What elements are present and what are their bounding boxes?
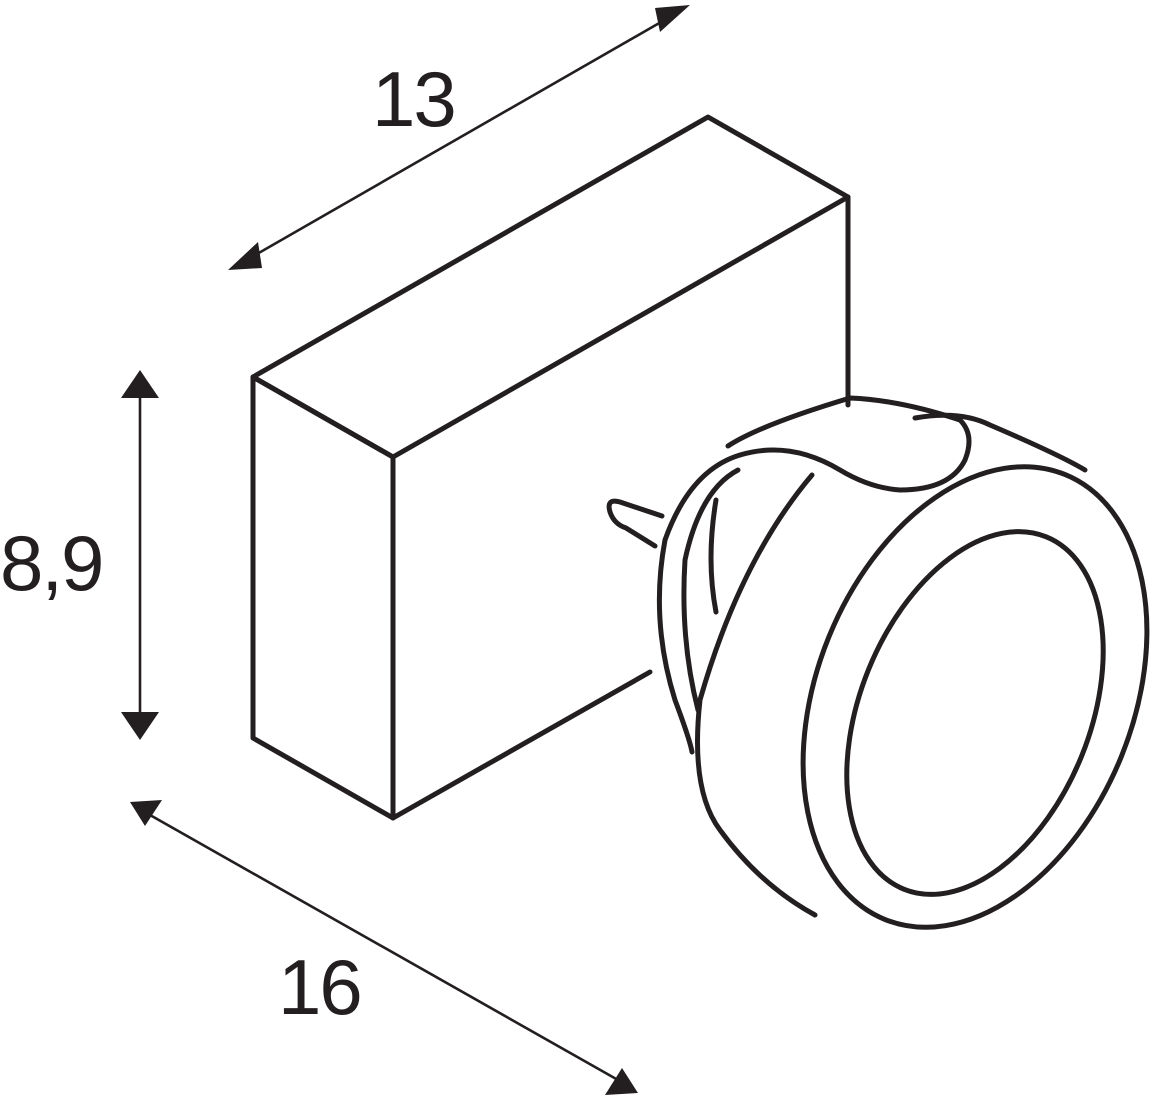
dimension-label-height: 8,9 [0,519,104,607]
base-box [250,114,851,821]
dimension-depth [228,5,690,270]
lamp-head [656,395,1150,930]
dimension-height [121,370,159,740]
mounting-pin [606,498,665,549]
dimension-label-width: 16 [278,943,363,1031]
dimension-label-depth: 13 [372,55,457,143]
dimension-width [130,800,638,1095]
